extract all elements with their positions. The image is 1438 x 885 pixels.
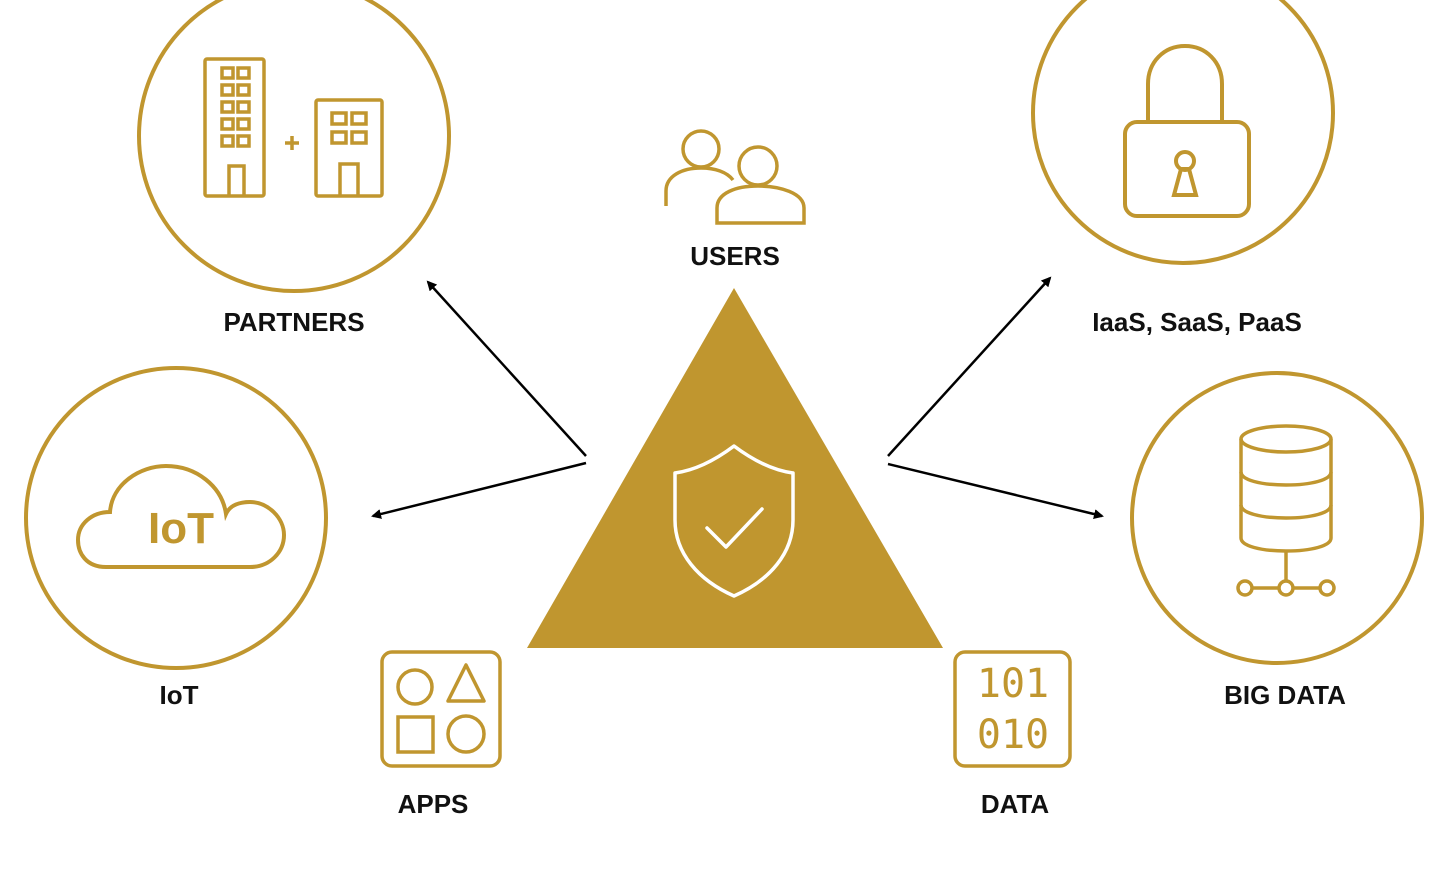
partners-label: PARTNERS — [223, 307, 364, 337]
big-data-node — [1130, 371, 1424, 665]
data-binary-line-1: 101 — [977, 661, 1049, 707]
partners-node — [137, 0, 451, 293]
iot-label: IoT — [160, 680, 199, 710]
data-binary-line-2: 010 — [977, 712, 1049, 758]
shield-check-icon — [673, 444, 795, 598]
cloud-icon: IoT — [75, 463, 287, 569]
iot-node: IoT — [24, 366, 328, 670]
iot-cloud-text: IoT — [148, 504, 214, 553]
center-triangle — [527, 288, 943, 648]
data-label: DATA — [981, 789, 1050, 819]
binary-data-icon: 101 010 — [953, 650, 1072, 768]
users-label: USERS — [690, 241, 780, 271]
arrow-to-iot — [371, 461, 587, 519]
arrows — [371, 276, 1104, 519]
buildings-plus-icon — [203, 57, 384, 198]
arrow-to-cloud-services — [887, 276, 1052, 457]
users-icon — [664, 129, 806, 225]
apps-label: APPS — [398, 789, 469, 819]
big-data-label: BIG DATA — [1224, 680, 1346, 710]
database-network-icon — [1236, 424, 1336, 597]
shapes-icon — [380, 650, 502, 768]
arrow-to-partners — [426, 280, 587, 457]
padlock-icon — [1123, 43, 1251, 218]
arrow-to-big-data — [887, 462, 1104, 519]
cloud-services-label: IaaS, SaaS, PaaS — [1092, 307, 1302, 337]
cloud-services-node — [1031, 0, 1335, 265]
